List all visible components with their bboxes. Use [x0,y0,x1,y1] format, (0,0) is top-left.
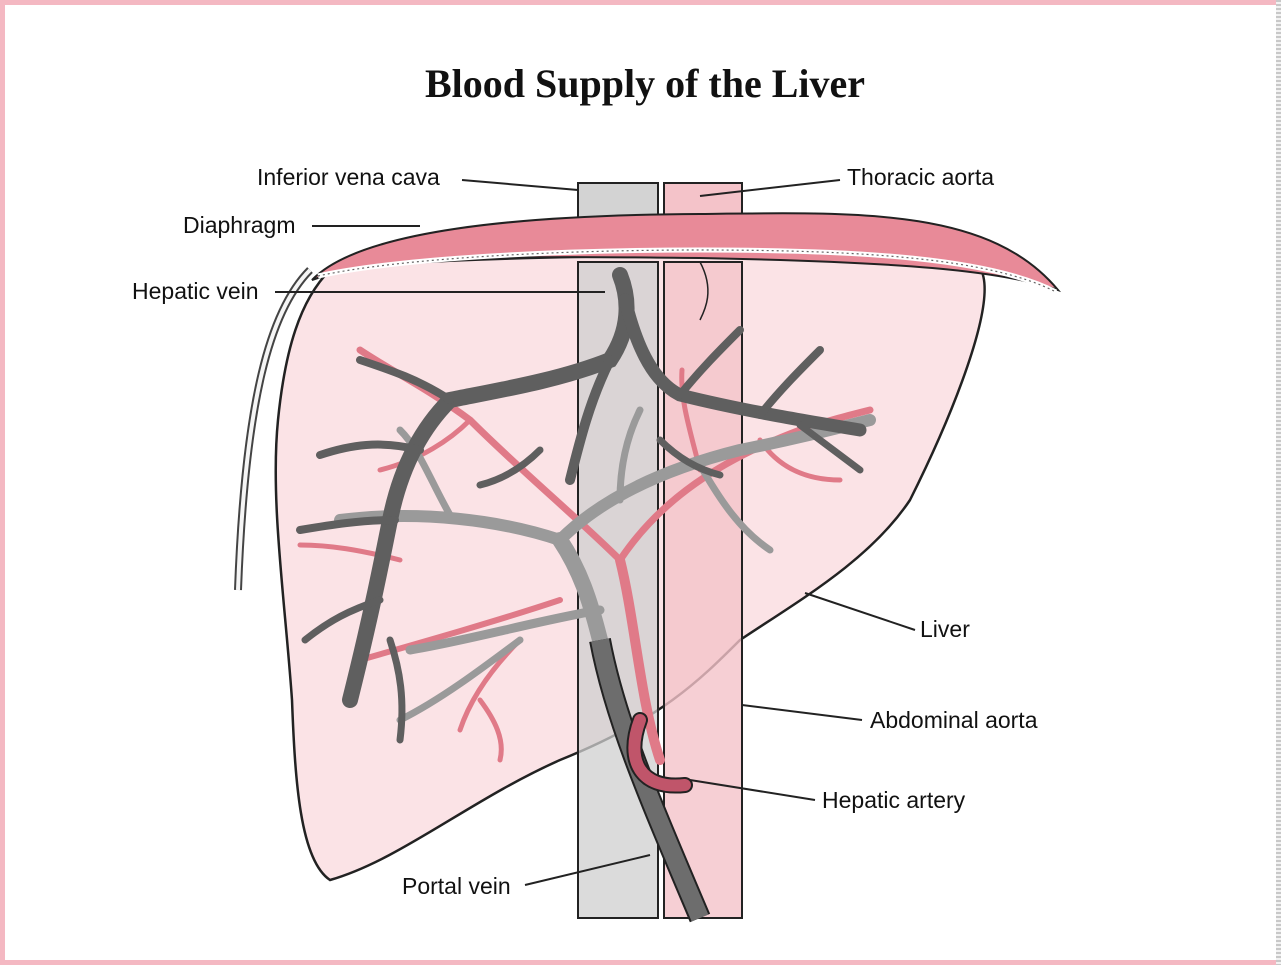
label-liver: Liver [920,616,970,642]
label-hepatic-vein: Hepatic vein [132,278,259,304]
label-portal-vein: Portal vein [402,873,511,899]
diagram-title: Blood Supply of the Liver [425,61,865,106]
abdominal-aorta-shape [664,262,742,918]
label-hepatic-artery: Hepatic artery [822,787,966,813]
label-inferior-vena-cava: Inferior vena cava [257,164,440,190]
label-abdominal-aorta: Abdominal aorta [870,707,1038,733]
label-diaphragm: Diaphragm [183,212,296,238]
label-thoracic-aorta: Thoracic aorta [847,164,994,190]
